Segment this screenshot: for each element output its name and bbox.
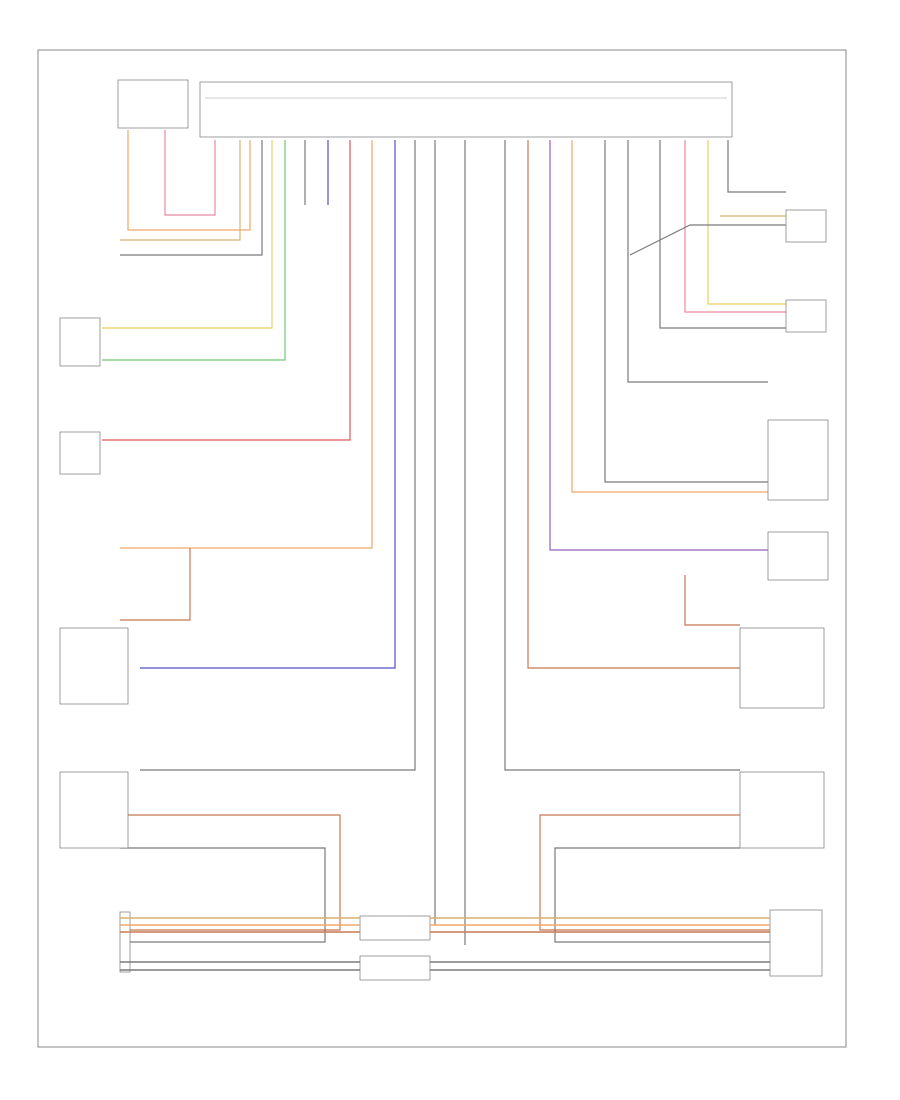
wire-gray-7: [604, 140, 768, 483]
driver-door-switch: [739, 771, 825, 849]
wire-yellow-right: [707, 140, 786, 305]
central-module: [199, 81, 733, 138]
passenger-door-switch: [59, 771, 129, 849]
pwcm-box: [359, 915, 431, 941]
wire-gray-pass: [120, 847, 326, 943]
trunk-lid-switch: [59, 431, 101, 475]
wire-brown-left: [120, 548, 191, 621]
wire-gray-8: [627, 140, 768, 383]
power-window-control-module: [359, 915, 431, 981]
seat-heater-switch-left: [59, 317, 101, 367]
wire-gray-10: [727, 140, 786, 193]
wire-yellow-seat: [102, 140, 273, 329]
wire-gray-9: [659, 140, 786, 329]
left-side-components: [59, 317, 131, 973]
wire-red-trunk: [102, 140, 351, 441]
wire-pink-fuse: [164, 130, 216, 216]
bottom-harness: [120, 917, 770, 971]
wire-orange-fuse: [127, 130, 251, 231]
vertical-wires: [102, 130, 786, 945]
wire-gray-1: [120, 140, 263, 256]
wire-tan-1: [120, 140, 241, 241]
rear-window-switch-left: [59, 627, 129, 705]
wire-gray-3: [140, 140, 416, 771]
rear-lamp-module: [785, 299, 827, 333]
rear-window-switch-right: [739, 627, 825, 709]
wire-orange-right: [571, 140, 768, 493]
pwcm-box-2: [359, 955, 431, 981]
passenger-door-connector: [119, 911, 131, 973]
wire-green-seat: [102, 140, 286, 361]
wire-brown-drv: [539, 814, 770, 931]
fuse-panel: [117, 79, 189, 129]
wire-brown-right: [527, 140, 740, 669]
front-lamp-module: [785, 209, 827, 243]
wire-gray-drv: [554, 847, 770, 943]
wire-gray-6: [504, 140, 740, 771]
driver-door-module: [769, 909, 823, 977]
diagram-frame: [37, 49, 847, 1048]
central-module-box: [199, 81, 733, 138]
wire-orange-2: [120, 140, 373, 549]
wire-gray-diag: [629, 224, 786, 256]
wire-pink-right: [684, 140, 786, 313]
wire-violet: [549, 140, 768, 551]
door-lock-module: [767, 419, 829, 501]
right-side-components: [739, 209, 829, 977]
rear-door-module: [767, 531, 829, 581]
wire-brown-rdoor: [684, 575, 740, 626]
fuse-panel-box: [117, 79, 189, 129]
wire-brown-pass: [120, 814, 341, 931]
wire-blue-long: [140, 140, 396, 669]
